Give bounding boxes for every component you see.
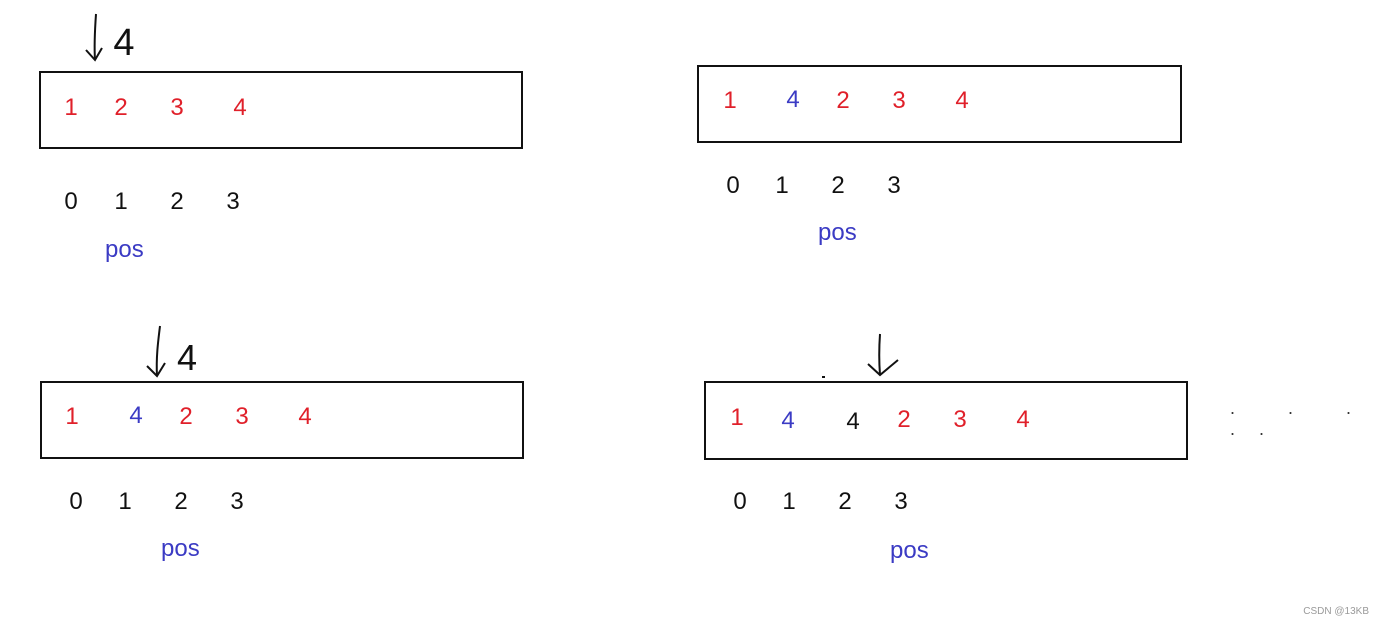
index-label: 1 [782,488,796,515]
cell: 1 [723,87,737,114]
array-box [697,65,1182,143]
cell: 4 [846,408,860,435]
index-label: 3 [894,488,908,515]
index-label: 2 [174,488,188,515]
cell: 2 [836,87,850,114]
cell: 2 [179,403,193,430]
index-label: 3 [887,172,901,199]
arrow-label: 4 [113,22,135,64]
watermark: CSDN @13KB [1303,606,1369,617]
cell: 4 [233,94,247,121]
ellipsis: . . . .. [1230,398,1376,439]
cell: 4 [781,407,795,434]
index-label: 1 [118,488,132,515]
array-box [40,381,524,459]
arrow-label: 4 [176,337,198,378]
cell: 4 [786,86,800,113]
cell: 4 [298,403,312,430]
cell: 4 [129,402,143,429]
cell: 2 [114,94,128,121]
index-label: 2 [838,488,852,515]
cell: 3 [892,87,906,114]
cell: 1 [730,404,744,431]
cell: 4 [1016,406,1030,433]
cell: 1 [64,94,78,121]
pos-label: pos [161,535,200,562]
cell: 3 [953,406,967,433]
index-label: 0 [69,488,83,515]
index-label: 3 [230,488,244,515]
array-box [39,71,523,149]
cell: 2 [897,406,911,433]
array-box [704,381,1188,460]
index-label: 1 [775,172,789,199]
cell: 3 [170,94,184,121]
index-label: 0 [733,488,747,515]
pos-label: pos [890,537,929,564]
index-label: 0 [726,172,740,199]
index-label: 2 [170,188,184,215]
pos-label: pos [105,236,144,263]
pos-label: pos [818,219,857,246]
cell: 3 [235,403,249,430]
index-label: 3 [226,188,240,215]
index-label: 0 [64,188,78,215]
index-label: 2 [831,172,845,199]
index-label: 1 [114,188,128,215]
cell: 1 [65,403,79,430]
cell: 4 [955,87,969,114]
